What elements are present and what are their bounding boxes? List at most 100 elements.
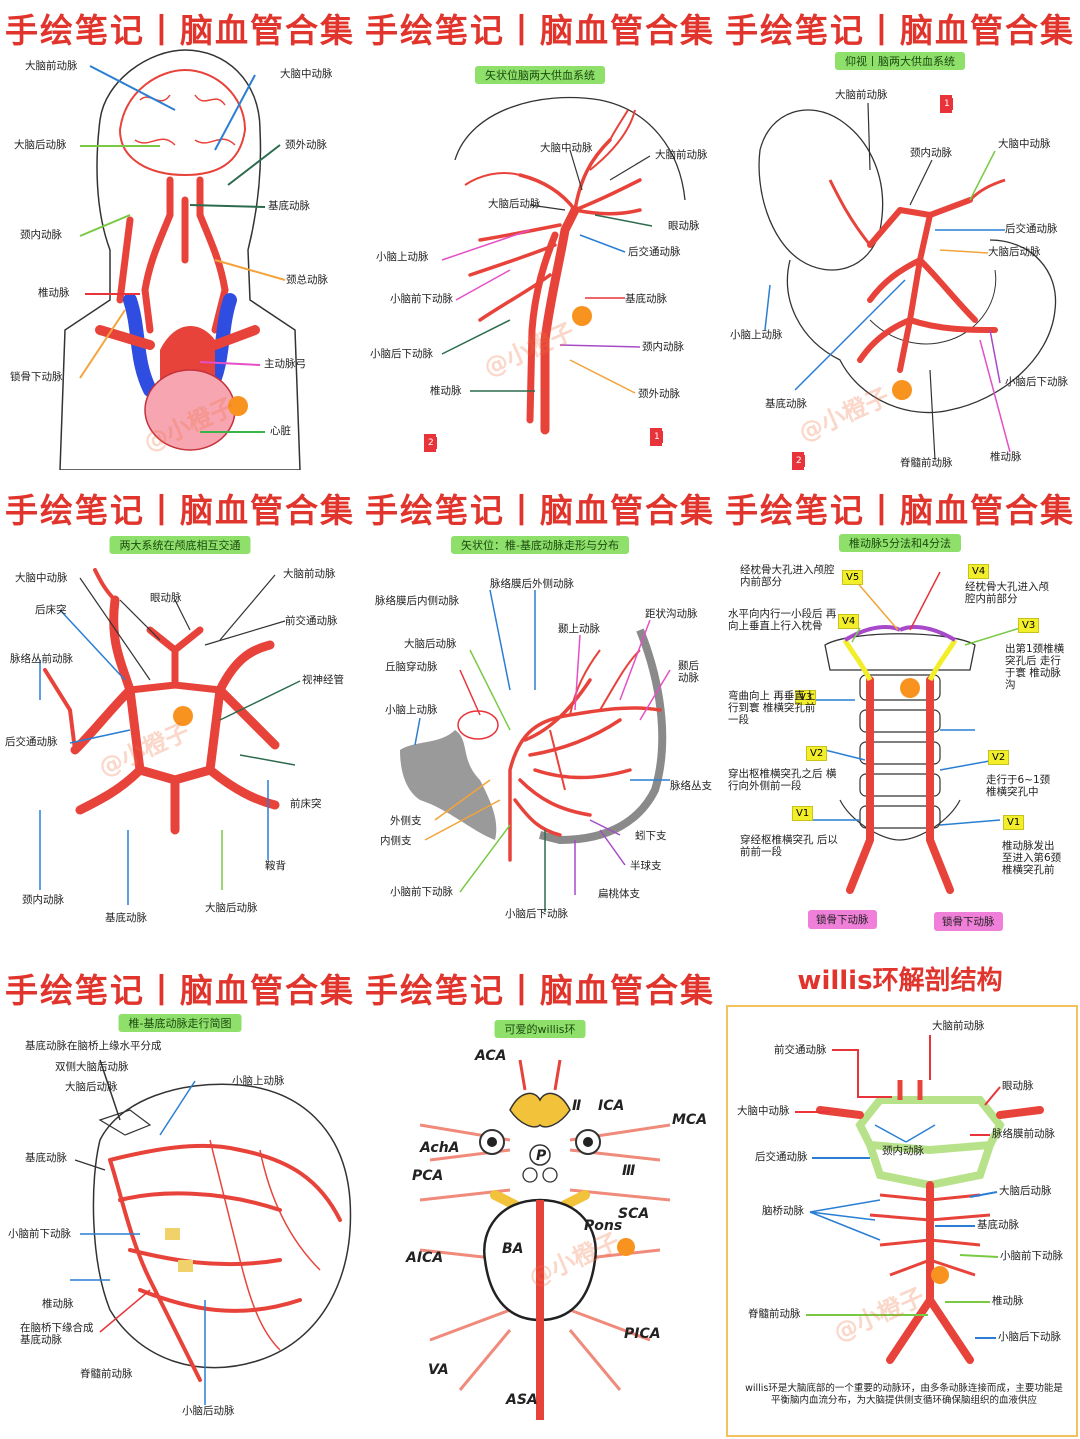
marker-2: 2: [793, 455, 805, 467]
tag-v3-left: V3: [795, 690, 817, 705]
label-aca: ACA: [475, 1048, 507, 1064]
label-sca: 小脑上动脉: [232, 1075, 285, 1087]
panel-title: 手绘笔记丨脑血管合集: [5, 11, 355, 50]
label-eca: 颈外动脉: [638, 388, 680, 400]
vertebrobasilar-sagittal-illustration: [400, 589, 671, 912]
label-pca: 大脑后动脉: [988, 246, 1041, 258]
panel-subtitle: 可爱的willis环: [494, 1020, 586, 1038]
label-arch: 主动脉弓: [264, 358, 306, 370]
panel-carotid-overview: 手绘笔记丨脑血管合集 大脑前动脉 大脑中动脉 大脑后动脉 颈外动脉 基底动脉 颈…: [0, 0, 360, 470]
willis-label-aca: 大脑前动脉: [932, 1020, 985, 1032]
label-v5: 经枕骨大孔进入颅腔内前部分: [740, 564, 835, 589]
label-ant-clin: 后床突: [35, 604, 67, 616]
subclavian-right-box: 锁骨下动脉: [934, 912, 1003, 931]
panel-vertebral-segments: 手绘笔记丨脑血管合集 椎动脉5分法和4分法 V5 V4 V4 V3 V3 V2 …: [720, 480, 1080, 950]
tag-v4-right: V4: [968, 564, 990, 579]
willis-label-choroid: 脉络膜前动脉: [992, 1128, 1055, 1140]
panel-vertebrobasilar-sagittal: 手绘笔记丨脑血管合集 矢状位：椎-基底动脉走形与分布 脉络膜后外侧动脉 脉络膜后…: [360, 480, 720, 950]
label-clivus: 鞍背: [265, 860, 286, 872]
tag-v4-left: V4: [838, 614, 860, 629]
label-ba: BA: [502, 1241, 524, 1257]
willis-label-aica: 小脑前下动脉: [1000, 1250, 1063, 1262]
label-basilar: 基底动脉: [25, 1152, 67, 1164]
panel-subtitle: 矢状位脑两大供血系统: [475, 66, 605, 84]
label-pcom: 后交通动脉: [1005, 223, 1058, 235]
tag-v1-left: V1: [792, 806, 814, 821]
tag-v5: V5: [842, 570, 864, 585]
label-cca: 颈总动脉: [286, 274, 328, 286]
label-mca: MCA: [672, 1112, 708, 1128]
label-mca: 大脑中动脉: [540, 142, 593, 154]
label-v1: 穿经枢椎横突孔 后以前前一段: [740, 834, 838, 859]
label-v3: 弯曲向上 再垂直上行到寰 椎横突孔前一段: [728, 690, 816, 727]
label-mca: 大脑中动脉: [280, 68, 333, 80]
label-sca: 小脑上动脉: [730, 329, 783, 341]
label-mca: 大脑中动脉: [998, 138, 1051, 150]
label-pica: 小脑后动脉: [182, 1405, 235, 1417]
label-pca: 大脑后动脉: [14, 139, 67, 151]
panel-inferior-view: 手绘笔记丨脑血管合集 仰视丨脑两大供血系统 1 2 大脑前动脉 颈内动脉 大脑中…: [720, 0, 1080, 470]
label-va: VA: [428, 1362, 449, 1378]
label-aica: 小脑前下动脉: [8, 1228, 71, 1240]
label-v4: 水平向内行一小段后 再向上垂直上行入枕骨: [728, 608, 837, 633]
panel-title: 手绘笔记丨脑血管合集: [365, 11, 715, 50]
panel-title: 手绘笔记丨脑血管合集: [5, 971, 355, 1010]
willis-label-pica: 小脑后下动脉: [998, 1331, 1061, 1343]
label-optic: 视神经管: [302, 674, 344, 686]
label-pons: Pons: [584, 1218, 623, 1234]
panel-title: 手绘笔记丨脑血管合集: [725, 491, 1075, 530]
willis-label-pca: 大脑后动脉: [999, 1185, 1052, 1197]
carotid-overview-illustration: [59, 49, 301, 470]
willis-label-acom: 前交通动脉: [774, 1044, 827, 1056]
panel-subtitle: 椎动脉5分法和4分法: [839, 534, 961, 552]
label-pca: 大脑后动脉: [205, 902, 258, 914]
label-pca: 大脑后动脉: [65, 1081, 118, 1093]
label-nII: Ⅱ: [572, 1098, 582, 1114]
label-va: 椎动脉: [38, 287, 70, 299]
label-asa: 脊髓前动脉: [900, 457, 953, 469]
panel-skull-base: 手绘笔记丨脑血管合集 两大系统在颅底相互交通 大脑中动脉 大脑前动脉 眼动脉 后…: [0, 480, 360, 950]
label-aca: 大脑前动脉: [283, 568, 336, 580]
panel-sagittal-supply: 手绘笔记丨脑血管合集 矢状位脑两大供血系统 2 1 大脑中动脉 大脑前动脉 大脑…: [360, 0, 720, 470]
willis-label-pontine: 脑桥动脉: [762, 1205, 804, 1217]
label-oph: 眼动脉: [668, 220, 700, 232]
panel-subtitle: 椎-基底动脉走行简图: [118, 1014, 242, 1032]
label-basilar: 基底动脉: [268, 200, 310, 212]
label-acha: AchA: [420, 1140, 460, 1156]
label-pca: 大脑后动脉: [404, 638, 457, 650]
label-pl-choroid: 脉络膜后外侧动脉: [490, 578, 574, 590]
label-v2-right: 走行于6~1颈 椎横突孔中: [986, 774, 1051, 799]
panel-subtitle: 两大系统在颅底相互交通: [109, 536, 251, 554]
label-p: P: [536, 1148, 547, 1164]
label-asa: ASA: [506, 1392, 538, 1408]
cute-willis-illustration: [419, 1059, 671, 1420]
willis-label-mca: 大脑中动脉: [737, 1105, 790, 1117]
label-ica: ICA: [598, 1098, 625, 1114]
label-sca: 小脑上动脉: [385, 704, 438, 716]
label-aca: 大脑前动脉: [655, 149, 708, 161]
label-tonsil: 蚓下支: [635, 830, 667, 842]
label-ica: 颈内动脉: [642, 341, 684, 353]
label-subclavian: 锁骨下动脉: [10, 371, 63, 383]
panel-vertebrobasilar-simple: 手绘笔记丨脑血管合集 椎-基底动脉走行简图 基底动脉在脑桥上缘水平分成 双侧大脑…: [0, 960, 360, 1439]
willis-label-va: 椎动脉: [992, 1295, 1024, 1307]
label-lat-br: 外侧支: [390, 815, 422, 827]
label-hemi: 半球支: [630, 860, 662, 872]
label-aica: AICA: [406, 1250, 444, 1266]
label-mca: 大脑中动脉: [15, 572, 68, 584]
label-aica: 小脑前下动脉: [390, 886, 453, 898]
label-post-clin: 前床突: [290, 798, 322, 810]
panel-subtitle: 仰视丨脑两大供血系统: [835, 52, 965, 70]
label-oph: 眼动脉: [150, 592, 182, 604]
panel-title: 手绘笔记丨脑血管合集: [365, 971, 715, 1010]
willis-frame: [726, 1005, 1078, 1437]
label-calcarine: 距状沟动脉: [645, 608, 698, 620]
label-v4-right: 经枕骨大孔进入颅腔内前部分: [965, 581, 1049, 606]
label-top1: 基底动脉在脑桥上缘水平分成: [25, 1040, 162, 1052]
vertebrobasilar-simple-illustration: [70, 1059, 352, 1405]
label-basilar: 基底动脉: [625, 293, 667, 305]
label-pca: PCA: [412, 1168, 444, 1184]
label-ica: 颈内动脉: [910, 147, 952, 159]
label-pm-choroid: 脉络膜后内侧动脉: [375, 595, 459, 607]
label-v3-right: 出第1颈椎横突孔后 走行于寰 椎动脉沟: [1005, 643, 1065, 692]
